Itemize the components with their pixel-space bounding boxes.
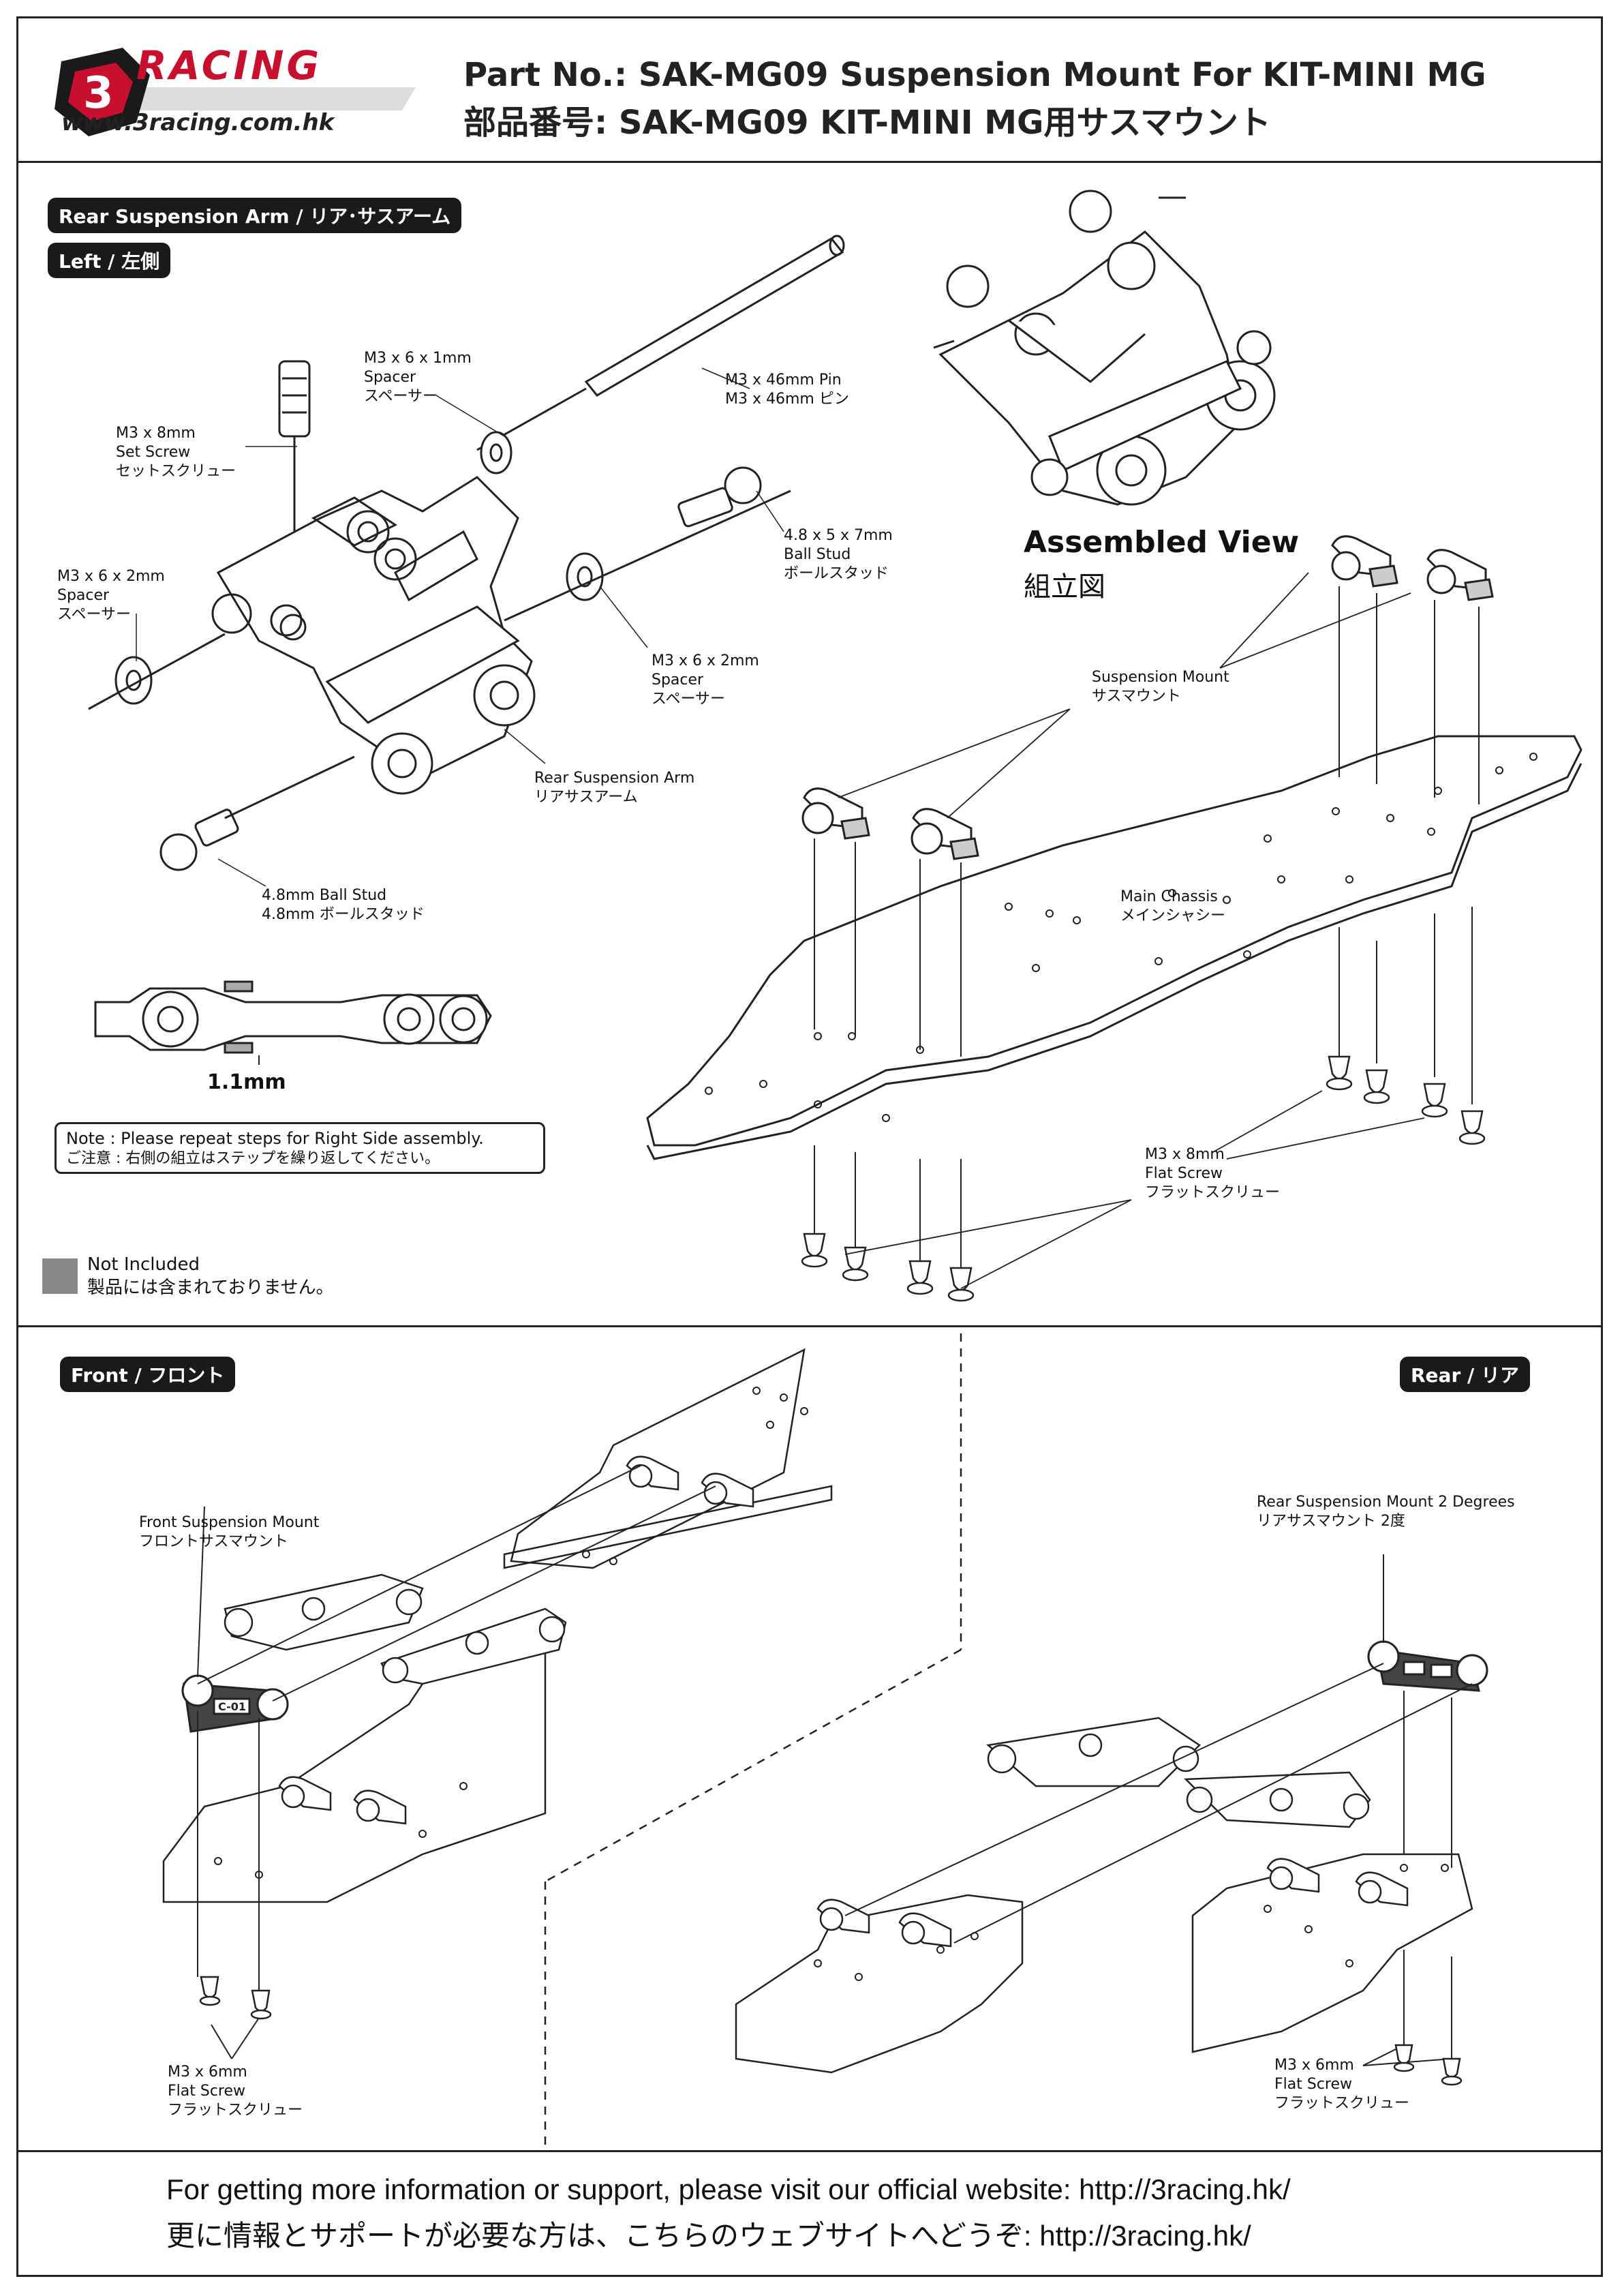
- svg-text:3: 3: [83, 68, 114, 119]
- section-subtag-left: Left / 左側: [48, 243, 171, 278]
- section-tag-rear-arm: Rear Suspension Arm / リア･サスアーム: [48, 198, 462, 233]
- assembled-view-title: Assembled View: [1024, 525, 1300, 560]
- note-text: Note : Please repeat steps for Right Sid…: [66, 1129, 484, 1148]
- assembled-view-title-jp: 組立図: [1024, 571, 1105, 603]
- front-mount-marking: C-01: [218, 1700, 246, 1713]
- footer-divider: [16, 2150, 1603, 2152]
- page-title-jp: 部品番号: SAK-MG09 KIT-MINI MG用サスマウント: [463, 104, 1272, 142]
- footer-text: For getting more information or support,…: [166, 2173, 1291, 2205]
- logo-wordmark: RACING: [136, 42, 322, 89]
- note-box: Note : Please repeat steps for Right Sid…: [55, 1122, 545, 1174]
- page-frame: [16, 16, 1603, 2277]
- header-divider: [16, 161, 1603, 163]
- page-title: Part No.: SAK-MG09 Suspension Mount For …: [463, 56, 1486, 94]
- dimension-label: 1.1mm: [207, 1070, 286, 1094]
- logo-url: www.3racing.com.hk: [61, 109, 335, 136]
- brand-logo: 3: [48, 34, 429, 150]
- section-divider: [16, 1325, 1603, 1327]
- note-text-jp: ご注意 : 右側の組立はステップを繰り返してください。: [66, 1150, 440, 1167]
- footer-text-jp: 更に情報とサポートが必要な方は、こちらのウェブサイトへどうぞ: http://3…: [166, 2220, 1251, 2252]
- exploded-diagram-rear-arm: [88, 190, 1582, 1302]
- section-tag-front: Front / フロント: [60, 1357, 236, 1392]
- section-tag-rear: Rear / リア: [1400, 1357, 1530, 1392]
- not-included-swatch: [42, 1258, 78, 1294]
